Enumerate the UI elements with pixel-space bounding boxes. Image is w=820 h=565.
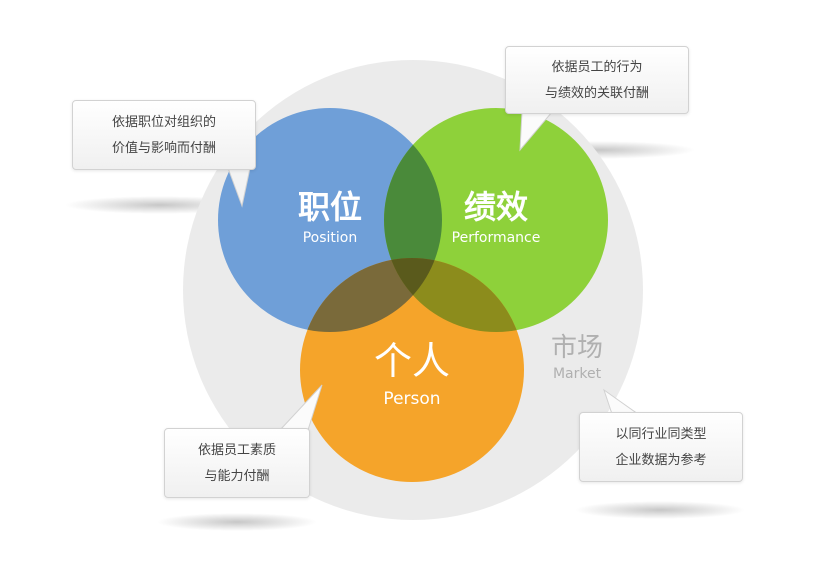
callout-shadow xyxy=(575,501,745,519)
overlap-performance-person xyxy=(384,258,524,332)
position-title: 职位 xyxy=(298,188,362,226)
market-subtitle: Market xyxy=(553,366,602,382)
callout-position: 依据职位对组织的 价值与影响而付酬 xyxy=(72,100,256,170)
person-subtitle: Person xyxy=(383,389,440,409)
callout-person: 依据员工素质 与能力付酬 xyxy=(164,428,310,498)
callout-tail-market xyxy=(603,388,640,415)
callout-performance-line1: 依据员工的行为 xyxy=(551,60,643,75)
person-title: 个人 xyxy=(374,339,450,383)
callout-person-line1: 依据员工素质 xyxy=(197,443,276,458)
callout-position-line2: 价值与影响而付酬 xyxy=(111,141,216,156)
callout-position-line1: 依据职位对组织的 xyxy=(111,115,216,130)
overlap-position-person xyxy=(300,258,442,332)
callout-market-line2: 企业数据为参考 xyxy=(615,453,707,468)
callout-performance: 依据员工的行为 与绩效的关联付酬 xyxy=(505,46,689,114)
market-title: 市场 xyxy=(551,333,603,363)
callout-market: 以同行业同类型 企业数据为参考 xyxy=(579,412,743,482)
performance-subtitle: Performance xyxy=(452,230,541,246)
callout-shadow xyxy=(157,513,317,531)
callout-performance-line2: 与绩效的关联付酬 xyxy=(544,86,649,101)
position-subtitle: Position xyxy=(303,230,358,246)
performance-title: 绩效 xyxy=(464,188,528,226)
callout-person-line2: 与能力付酬 xyxy=(204,469,270,484)
callout-market-line1: 以同行业同类型 xyxy=(615,427,707,442)
